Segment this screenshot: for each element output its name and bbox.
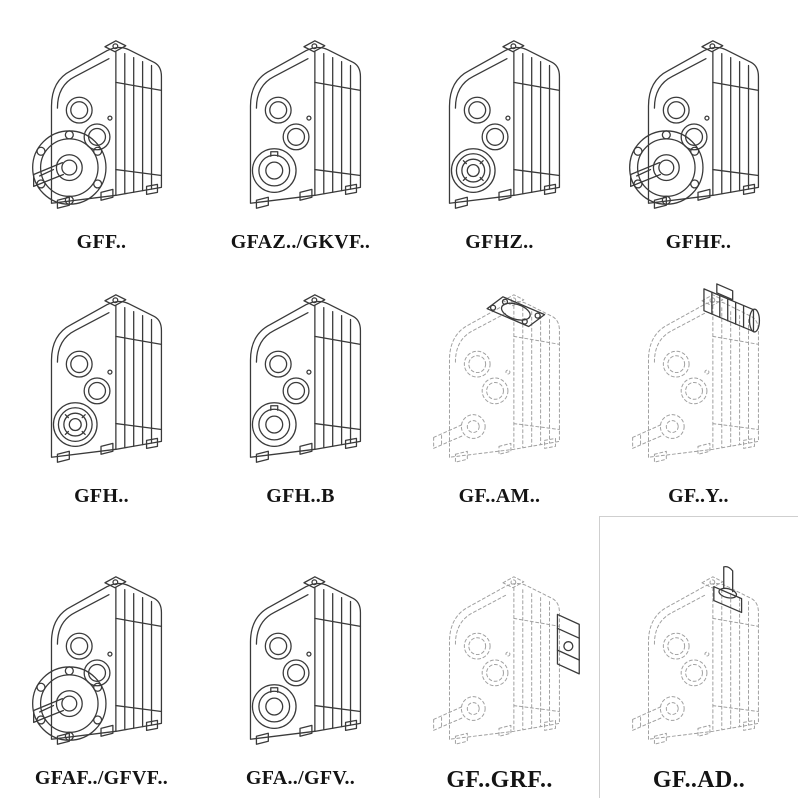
catalog-item-gfh-b: GFH..B: [201, 262, 400, 516]
gearbox-drawing-gf-ad: [632, 565, 759, 745]
catalog-item-gf-am: GF..AM..: [400, 262, 599, 516]
gearbox-drawing-gfhf: [628, 40, 759, 209]
model-label: GF..Y..: [668, 485, 729, 507]
gearbox-drawing-gf-y: [631, 283, 760, 463]
gearbox-drawing-gfaz-gkvf: [249, 40, 361, 209]
model-label: GF..AM..: [458, 485, 541, 507]
model-label: GFAZ../GKVF..: [230, 231, 371, 253]
gearbox-drawing-gfaf-gfvf: [31, 576, 162, 745]
catalog-item-gfhf: GFHF..: [599, 2, 798, 262]
model-label: GFAF../GFVF..: [34, 767, 169, 789]
catalog-item-gfh: GFH..: [2, 262, 201, 516]
catalog-item-gfaz-gkvf: GFAZ../GKVF..: [201, 2, 400, 262]
gearbox-drawing-gf-grf: [432, 576, 580, 745]
catalog-item-gf-grf: GF..GRF..: [400, 516, 599, 798]
catalog-item-gf-ad: GF..AD..: [599, 516, 798, 798]
gearbox-drawing-gf-am: [432, 294, 560, 463]
model-label: GFH..B: [266, 485, 335, 507]
gearbox-drawing-gff: [31, 40, 162, 209]
model-label: GFHF..: [665, 231, 732, 253]
catalog-item-gfaf-gfvf: GFAF../GFVF..: [2, 516, 201, 798]
model-label: GF..GRF..: [446, 767, 553, 793]
gearbox-drawing-gfa-gfv: [249, 576, 361, 745]
model-label: GF..AD..: [652, 767, 746, 793]
catalog-item-gfhz: GFHZ..: [400, 2, 599, 262]
model-label: GFA../GFV..: [245, 767, 356, 789]
gearbox-drawing-gfhz: [448, 40, 560, 209]
model-label: GFF..: [76, 231, 127, 253]
model-label: GFHZ..: [465, 231, 534, 253]
catalog-item-gff: GFF..: [2, 2, 201, 262]
catalog-item-gf-y: GF..Y..: [599, 262, 798, 516]
catalog-item-gfa-gfv: GFA../GFV..: [201, 516, 400, 798]
model-label: GFH..: [74, 485, 129, 507]
gearbox-drawing-gfh: [50, 294, 162, 463]
gearbox-drawing-gfh-b: [249, 294, 361, 463]
